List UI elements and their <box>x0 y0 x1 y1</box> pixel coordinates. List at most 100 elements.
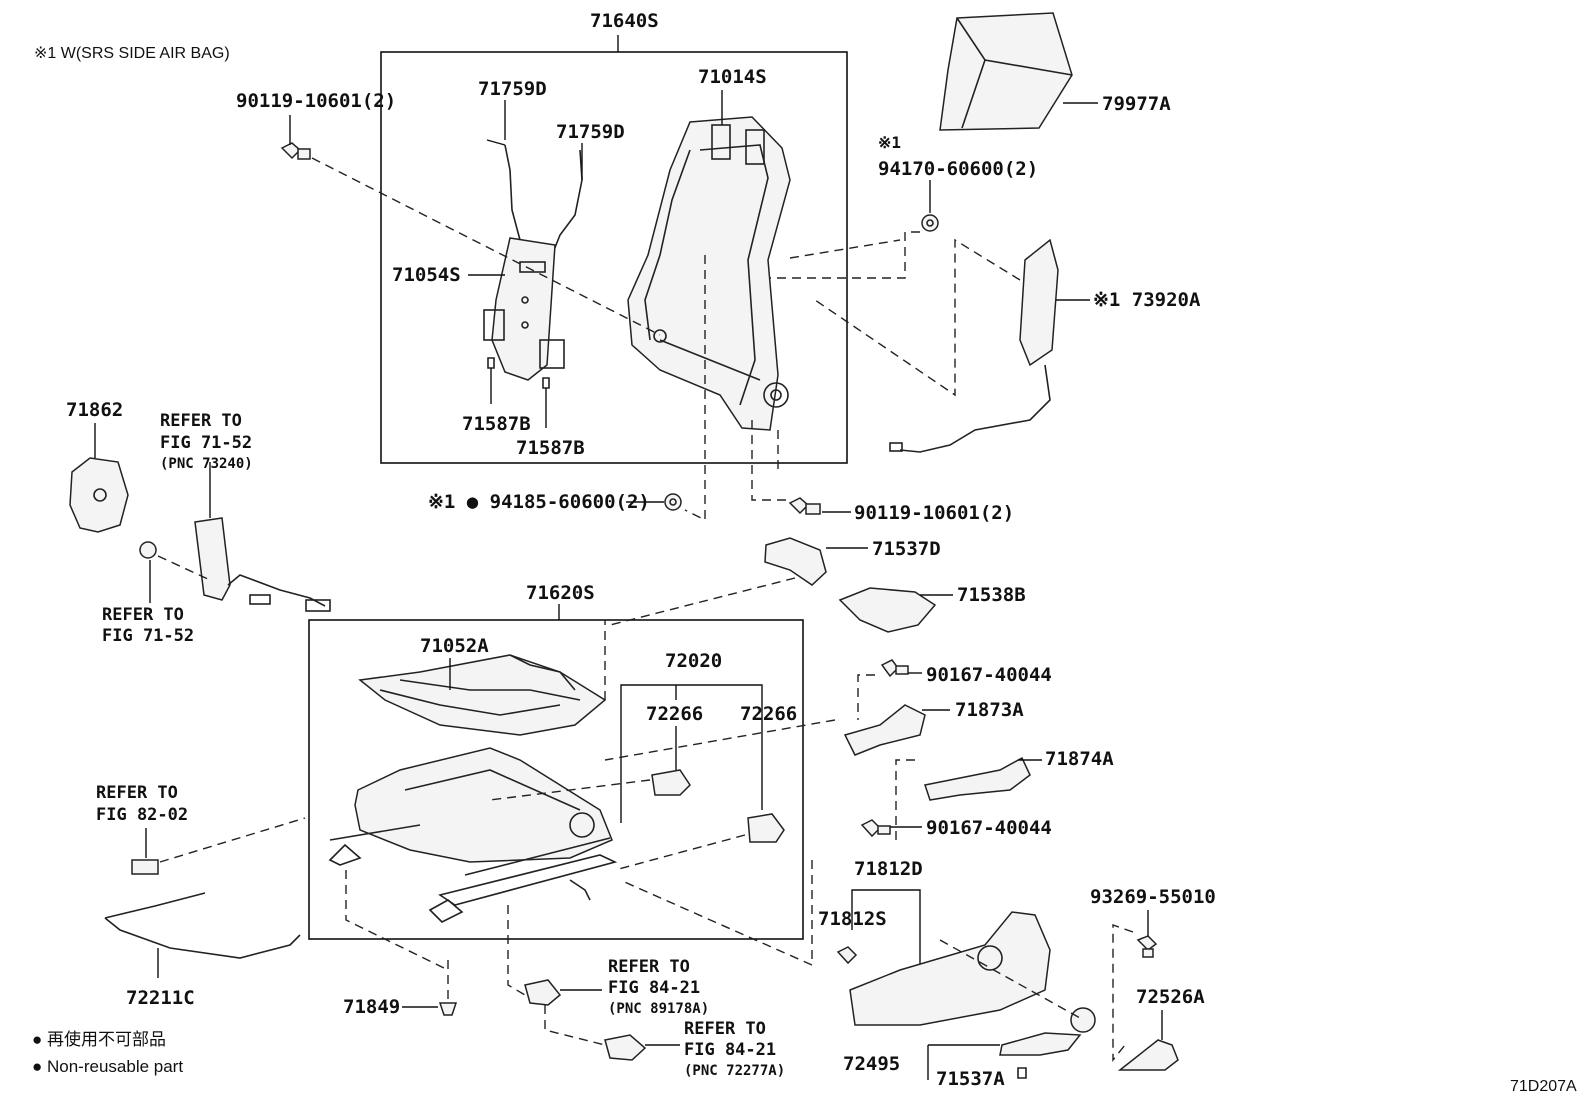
seatback-frame-box <box>380 51 848 464</box>
part-label-73920a[interactable]: ※1 73920A <box>1093 289 1201 311</box>
sensor-part[interactable] <box>524 979 562 1006</box>
part-label-72211c[interactable]: 72211C <box>126 987 195 1009</box>
reference-label[interactable]: (PNC 89178A) <box>608 1001 709 1017</box>
part-label-72266-a[interactable]: 72266 <box>646 703 703 725</box>
reference-label[interactable]: FIG 84-21 <box>608 978 700 998</box>
part-label-71014s[interactable]: 71014S <box>698 66 767 88</box>
part-label-71052a[interactable]: 71052A <box>420 635 489 657</box>
part-label-94170[interactable]: 94170-60600(2) <box>878 158 1038 180</box>
assembly-line <box>857 674 875 720</box>
screw-part[interactable] <box>1136 935 1158 958</box>
figure-id: 71D207A <box>1510 1078 1577 1095</box>
part-label-71537a[interactable]: 71537A <box>936 1068 1005 1090</box>
reference-label[interactable]: (PNC 73240) <box>160 456 253 472</box>
lumbar-plate-part[interactable] <box>483 144 583 381</box>
part-label-71759d-a[interactable]: 71759D <box>478 78 547 100</box>
reference-label[interactable]: FIG 82-02 <box>96 805 188 825</box>
part-label-94185[interactable]: ※1 ● 94185-60600(2) <box>428 491 650 513</box>
cushion-spring-part[interactable] <box>358 654 607 736</box>
reference-label[interactable]: REFER TO <box>102 605 184 625</box>
assembly-label-71640s[interactable]: 71640S <box>590 10 659 32</box>
assembly-line <box>345 870 449 971</box>
side-shield-part[interactable] <box>849 911 1096 1033</box>
screw-part[interactable] <box>860 819 891 838</box>
cover-part[interactable] <box>843 704 926 756</box>
part-label-79977a[interactable]: 79977A <box>1102 93 1171 115</box>
part-label-71849[interactable]: 71849 <box>343 996 400 1018</box>
bolt-part[interactable] <box>280 142 311 160</box>
assembly-label-71620s[interactable]: 71620S <box>526 582 595 604</box>
leader <box>486 139 506 146</box>
cover-part[interactable] <box>838 587 937 633</box>
assembly-line <box>614 834 746 871</box>
assembly-line <box>814 238 1021 397</box>
assembly-line <box>489 779 651 801</box>
reference-label[interactable]: REFER TO <box>160 411 242 431</box>
assembly-label-71812d[interactable]: 71812D <box>854 858 923 880</box>
assembly-line <box>311 157 661 336</box>
connector-part[interactable] <box>131 859 159 875</box>
bolt-part[interactable] <box>788 497 821 515</box>
assembly-line <box>939 939 1081 1019</box>
seat-belt-buckle-part[interactable] <box>194 517 331 612</box>
part-label-72266-b[interactable]: 72266 <box>740 703 797 725</box>
part-label-71587b-a[interactable]: 71587B <box>462 413 531 435</box>
knob-part[interactable] <box>999 1032 1082 1056</box>
screw-part[interactable] <box>880 659 909 678</box>
cushion-frame-part[interactable] <box>328 747 618 923</box>
reference-label[interactable]: REFER TO <box>608 957 690 977</box>
part-label-71054s[interactable]: 71054S <box>392 264 461 286</box>
clip-part[interactable] <box>542 377 550 389</box>
assembly-line <box>159 817 306 863</box>
reference-label[interactable]: (PNC 72277A) <box>684 1063 785 1079</box>
reference-label[interactable]: FIG 71-52 <box>160 433 252 453</box>
reference-label[interactable]: FIG 71-52 <box>102 626 194 646</box>
headrest-pad-part[interactable] <box>939 12 1073 131</box>
adjuster-cover-part[interactable] <box>747 813 785 843</box>
wire-harness-part[interactable] <box>104 892 301 959</box>
part-label-90167-b[interactable]: 90167-40044 <box>926 817 1052 839</box>
seatback-frame-part[interactable] <box>627 116 791 431</box>
part-label-71862[interactable]: 71862 <box>66 399 123 421</box>
clip-part[interactable] <box>487 357 495 369</box>
cover-bracket-part[interactable] <box>764 537 827 586</box>
part-label-71874a[interactable]: 71874A <box>1045 748 1114 770</box>
cover-part[interactable] <box>924 756 1031 801</box>
assembly-line <box>751 420 790 501</box>
part-label-71812s[interactable]: 71812S <box>818 908 887 930</box>
assembly-line <box>157 555 211 581</box>
screw-part[interactable] <box>836 946 858 965</box>
assembly-label-72020[interactable]: 72020 <box>665 650 722 672</box>
part-label-72526a[interactable]: 72526A <box>1136 986 1205 1008</box>
assembly-line <box>609 577 796 626</box>
part-label-90167-a[interactable]: 90167-40044 <box>926 664 1052 686</box>
switch-part[interactable] <box>604 1034 647 1061</box>
end-cover-part[interactable] <box>1117 1039 1179 1071</box>
part-label-71759d-b[interactable]: 71759D <box>556 121 625 143</box>
recliner-cover-part[interactable] <box>69 457 129 533</box>
assembly-line <box>1112 924 1134 1062</box>
reference-label[interactable]: REFER TO <box>96 783 178 803</box>
legend-non-reusable-jp: ● 再使用不可部品 <box>32 1029 166 1049</box>
part-label-71873a[interactable]: 71873A <box>955 699 1024 721</box>
part-label-93269[interactable]: 93269-55010 <box>1090 886 1216 908</box>
reference-label[interactable]: FIG 84-21 <box>684 1040 776 1060</box>
cushion-frame-box <box>308 619 804 940</box>
anchor-bolt-part[interactable] <box>139 541 157 559</box>
part-label-71587b-b[interactable]: 71587B <box>516 437 585 459</box>
assembly-line <box>604 719 836 761</box>
part-label-90119-top[interactable]: 90119-10601(2) <box>236 90 396 112</box>
srs-side-airbag-note: ※1 W(SRS SIDE AIR BAG) <box>34 45 230 62</box>
part-label-71538b[interactable]: 71538B <box>957 584 1026 606</box>
part-label-71537d[interactable]: 71537D <box>872 538 941 560</box>
part-label-90119-mid[interactable]: 90119-10601(2) <box>854 502 1014 524</box>
clip-part[interactable] <box>438 1002 458 1016</box>
side-airbag-part[interactable] <box>889 238 1059 453</box>
part-label-72495[interactable]: 72495 <box>843 1053 900 1075</box>
nut-part[interactable] <box>921 214 939 232</box>
airbag-mark: ※1 <box>878 133 901 152</box>
nut-part[interactable] <box>664 493 682 511</box>
adjuster-cover-part[interactable] <box>651 769 691 796</box>
reference-label[interactable]: REFER TO <box>684 1019 766 1039</box>
